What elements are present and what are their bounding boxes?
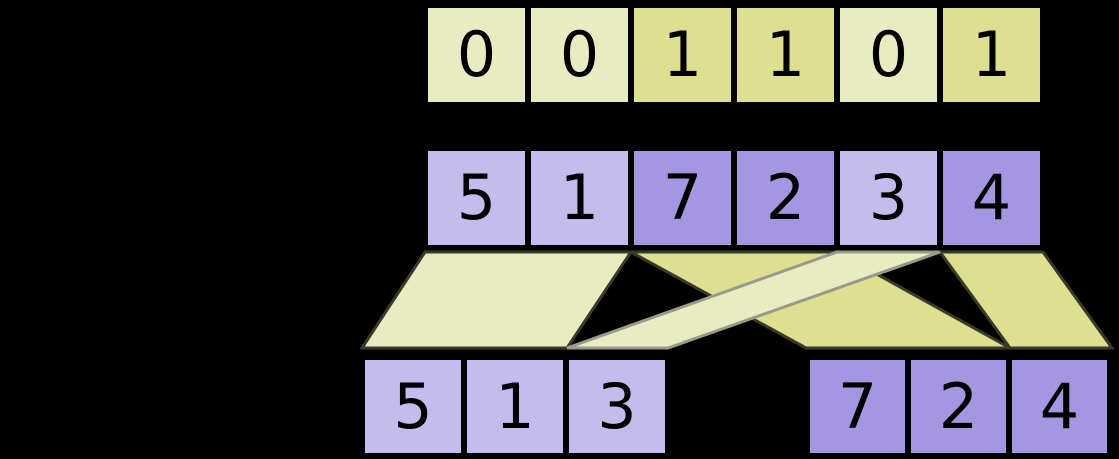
source-values-row-cell-3: 2 (734, 148, 837, 248)
bit-mask-row-cell-1: 0 (528, 5, 631, 105)
source-values-row-cell-4: 3 (837, 148, 940, 248)
result-false-group-cell-0: 5 (362, 357, 464, 456)
bit-mask-row-cell-4: 0 (837, 5, 940, 105)
bit-mask-row-cell-0: 0 (425, 5, 528, 105)
ribbon-3-to-left (566, 250, 941, 350)
bit-mask-row-cell-2: 1 (631, 5, 734, 105)
source-values-row-cell-2: 7 (631, 148, 734, 248)
source-values-row-cell-0: 5 (425, 148, 528, 248)
source-values-row-cell-5: 4 (940, 148, 1043, 248)
result-false-group-cell-1: 1 (464, 357, 566, 456)
result-false-group-cell-2: 3 (566, 357, 668, 456)
bit-mask-row-cell-5: 1 (940, 5, 1043, 105)
result-true-group-cell-1: 2 (908, 357, 1009, 456)
ribbon-51-to-left (359, 250, 634, 350)
ribbon-4-to-right (937, 250, 1115, 350)
result-true-group-cell-2: 4 (1009, 357, 1110, 456)
result-true-group-cell-0: 7 (807, 357, 908, 456)
source-values-row-cell-1: 1 (528, 148, 631, 248)
bit-mask-row-cell-3: 1 (734, 5, 837, 105)
